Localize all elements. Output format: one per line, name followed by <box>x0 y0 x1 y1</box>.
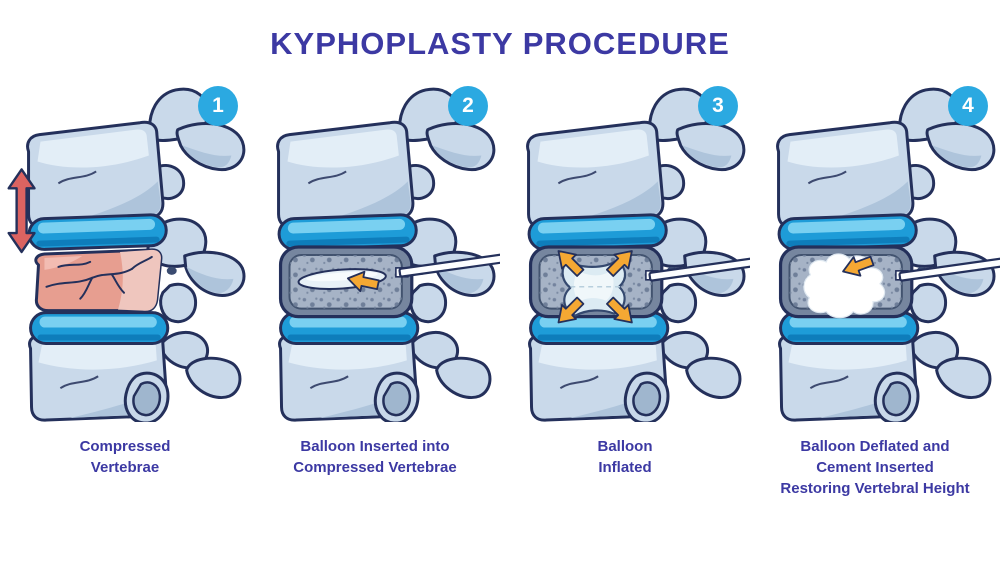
procedure-steps-row: 1 <box>0 72 1000 499</box>
compressed-vertebra <box>34 248 163 313</box>
spine-illustration-cement-inserted <box>776 87 1000 422</box>
cement-icon <box>803 253 886 319</box>
step-2-number: 2 <box>462 94 474 117</box>
step-4-panel: 4 Balloon Deflated and Cement Inserte <box>750 72 1000 499</box>
step-1-number: 1 <box>212 94 224 117</box>
compression-arrow-icon <box>7 168 36 254</box>
page-title: KYPHOPLASTY PROCEDURE <box>270 26 730 61</box>
step-2-caption: Balloon Inserted into Compressed Vertebr… <box>293 438 457 476</box>
step-1-panel: 1 <box>0 72 250 499</box>
fracture-cracks <box>45 255 153 300</box>
step-4-badge: 4 <box>948 86 988 126</box>
step-2-badge: 2 <box>448 86 488 126</box>
spine-illustration-balloon-inserted <box>276 87 500 422</box>
step-3-badge: 3 <box>698 86 738 126</box>
step-3-panel: 3 <box>500 72 750 499</box>
spine-illustration-balloon-inflated <box>526 87 750 422</box>
step-3-number: 3 <box>712 94 724 117</box>
step-1-caption: Compressed Vertebrae <box>79 438 171 476</box>
step-4-caption: Balloon Deflated and Cement Inserted Res… <box>780 438 970 497</box>
step-4-number: 4 <box>962 94 974 117</box>
step-2-panel: 2 Balloon Inserted into Compressed Verte… <box>250 72 500 499</box>
spine-illustration-compressed <box>7 87 246 422</box>
step-1-badge: 1 <box>198 86 238 126</box>
step-3-caption: Balloon Inflated <box>597 438 653 476</box>
